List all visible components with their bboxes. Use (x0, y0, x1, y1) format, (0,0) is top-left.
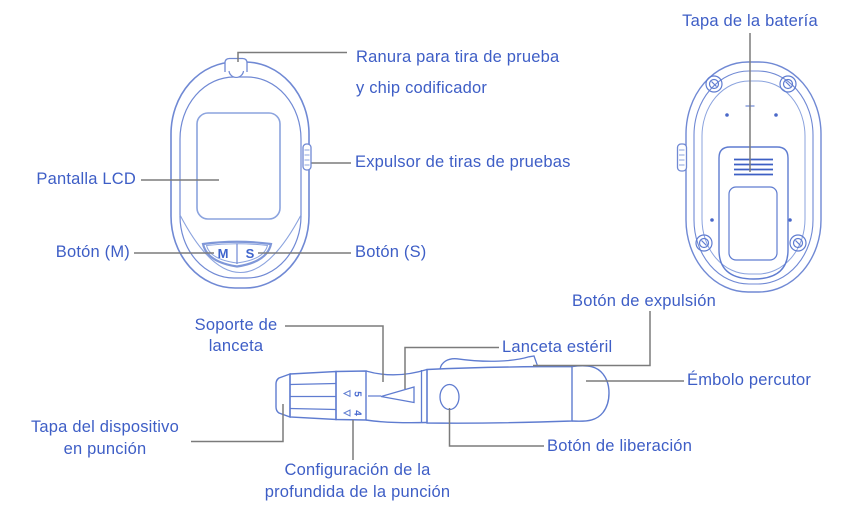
leader-lancet-holder (285, 325, 384, 382)
label-strip-slot-line2: y chip codificador (356, 79, 488, 97)
strip-ejector-slider-back (676, 143, 688, 172)
label-puncture-cap-line1: Tapa del dispositivo (30, 418, 179, 436)
strip-ejector-back-ridges (679, 149, 685, 166)
cap-tip (275, 373, 291, 418)
label-strip-ejector: Expulsor de tiras de pruebas (355, 153, 571, 171)
meter-front-inner-shell (179, 76, 302, 279)
label-depth-config: Configuración de la profundida de la pun… (235, 459, 480, 503)
leader-ejection-button (533, 311, 651, 367)
label-depth-config-line1: Configuración de la (284, 461, 431, 479)
strip-ejector-slider[interactable] (302, 143, 312, 171)
battery-cover[interactable] (718, 146, 789, 280)
screw-icon (705, 75, 723, 93)
case-dots (710, 113, 792, 222)
label-depth-config-line2: profundida de la punción (264, 483, 451, 501)
lcd-screen (196, 112, 281, 220)
label-release-button: Botón de liberación (547, 437, 693, 455)
lancet-holder-neck-bottom (365, 419, 428, 424)
label-m-button: Botón (M) (55, 243, 130, 261)
s-button-label[interactable]: S (246, 246, 255, 261)
depth-marker-icon (342, 389, 351, 398)
label-strip-slot-line1: Ranura para tira de prueba (356, 48, 560, 66)
battery-cover-window (728, 186, 778, 261)
leader-strip-slot (237, 51, 347, 62)
lancet-holder-neck (365, 368, 428, 376)
meter-front-seam (179, 214, 302, 273)
label-puncture-cap: Tapa del dispositivo en punción (10, 416, 200, 460)
label-lancet-holder-line1: Soporte de (194, 316, 278, 334)
cap-ridges (289, 382, 337, 411)
glucose-meter-back (676, 61, 822, 293)
label-ejection-button: Botón de expulsión (572, 292, 716, 310)
ejection-slider[interactable] (439, 355, 539, 370)
screw-icon (789, 234, 807, 252)
label-puncture-cap-line2: en punción (63, 440, 147, 458)
leader-release-button (448, 408, 544, 447)
label-battery-cover: Tapa de la batería (682, 12, 818, 30)
label-lcd: Pantalla LCD (36, 170, 136, 188)
meter-back-outer-shell (685, 61, 822, 293)
leader-puncture-cap (191, 404, 284, 443)
depth-number-5: 5 (352, 391, 363, 397)
label-s-button: Botón (S) (355, 243, 427, 261)
release-button[interactable] (439, 383, 460, 411)
label-strip-slot: Ranura para tira de prueba y chip codifi… (356, 42, 559, 104)
label-lancet-holder-line2: lanceta (208, 337, 264, 355)
sterile-lancet (380, 386, 415, 404)
label-sterile-lancet: Lanceta estéril (502, 338, 613, 356)
screw-icon (779, 75, 797, 93)
screw-icon (695, 234, 713, 252)
m-button-label[interactable]: M (218, 246, 229, 261)
test-strip-slot (224, 57, 248, 72)
plunger-end[interactable] (571, 365, 610, 422)
leader-lines (134, 33, 751, 460)
depth-marker-icon (342, 409, 351, 417)
meter-back-panel-line (701, 80, 806, 275)
label-lancet-holder: Soporte de lanceta (166, 315, 306, 357)
strip-ejector-ridges (304, 149, 310, 166)
depth-number-4: 4 (352, 410, 363, 416)
label-plunger: Émbolo percutor (687, 371, 812, 389)
meter-back-inner-shell (693, 70, 814, 285)
glucose-meter-front: M S (170, 57, 312, 289)
battery-cover-vents (734, 158, 773, 176)
test-strip-slot-notch (228, 70, 245, 79)
lancing-device: 5 4 (275, 355, 610, 424)
leader-sterile-lancet (404, 346, 499, 389)
puncture-cap[interactable] (289, 370, 337, 421)
